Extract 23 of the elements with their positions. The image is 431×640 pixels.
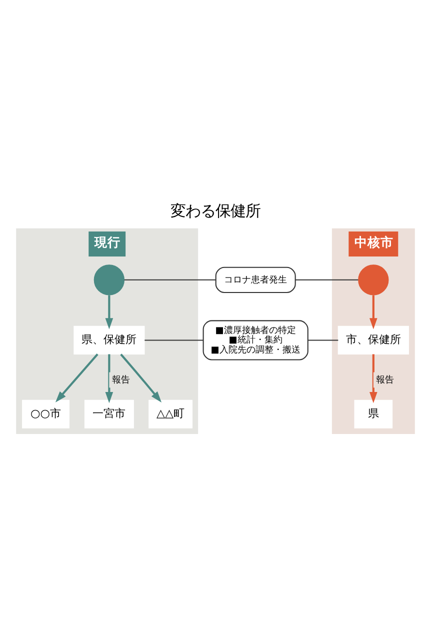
arrow [105,295,114,330]
node-box: △△町 [148,400,192,428]
arrow [105,354,114,404]
arrow [370,295,378,330]
node-box: 一宮市 [84,400,134,428]
node-box: 県 [354,400,393,428]
node-person [358,264,389,296]
node-person [94,264,125,296]
connector [308,340,338,341]
node-box: コロナ患者発生 [215,266,296,293]
arrow [370,354,378,404]
connector [124,279,216,280]
arrow [120,354,162,402]
edge-label: 報告 [112,375,130,386]
diagram-title: 変わる保健所 [170,202,260,220]
connector [295,279,358,280]
node-box: ■濃厚接触者の特定 ■統計・集約 ■入院先の調整・搬送 [202,320,308,360]
arrow [55,354,98,402]
connector [144,340,204,341]
edge-label: 報告 [376,375,394,386]
node-box: 県、保健所 [74,326,145,354]
node-box: ○○市 [22,400,70,428]
node-box: 市、保健所 [338,326,409,354]
